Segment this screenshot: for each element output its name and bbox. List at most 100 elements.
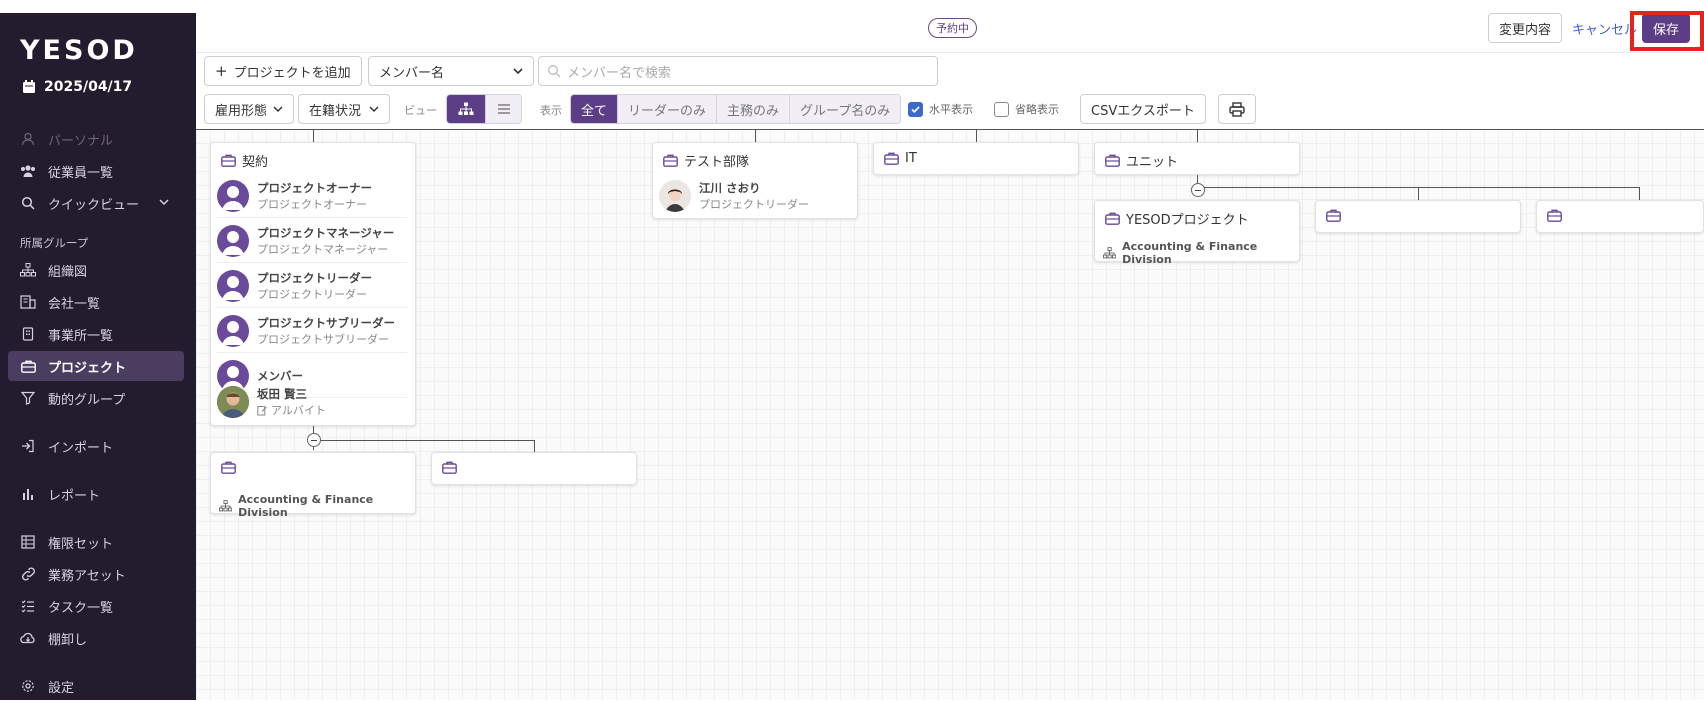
member-row[interactable]: プロジェクトリーダープロジェクトリーダー — [217, 264, 407, 308]
sidebar-item-projects[interactable]: プロジェクト — [8, 351, 184, 381]
division-row: Accounting & Finance Division — [1103, 240, 1299, 266]
display-option-all[interactable]: 全て — [571, 95, 618, 123]
top-bar: 予約中 変更内容 キャンセル 保存 — [196, 11, 1704, 53]
sidebar-item-import[interactable]: インポート — [8, 431, 184, 461]
csv-export-button[interactable]: CSVエクスポート — [1080, 94, 1206, 124]
search-input[interactable]: メンバー名で検索 — [538, 56, 938, 86]
card-title: YESODプロジェクト — [1126, 213, 1249, 228]
member-name: プロジェクトオーナー — [257, 180, 372, 195]
connector-line — [1197, 175, 1198, 187]
plus-icon: + — [215, 61, 228, 80]
avatar-photo — [659, 180, 691, 212]
member-row[interactable]: 坂田 賢三 アルバイト — [217, 380, 407, 424]
employment-label: 雇用形態 — [215, 103, 268, 119]
sidebar-item-org-chart[interactable]: 組織図 — [8, 255, 184, 285]
briefcase-icon — [221, 461, 236, 474]
sidebar-item-label: 事業所一覧 — [48, 328, 114, 344]
connector-line — [755, 129, 756, 142]
yesod-logo[interactable]: YESOD — [20, 35, 138, 66]
chevron-down-icon — [513, 68, 523, 75]
avatar-placeholder — [217, 224, 249, 257]
search-placeholder: メンバー名で検索 — [567, 65, 672, 81]
project-card-contract[interactable]: 契約 プロジェクトオーナープロジェクトオーナー プロジェクトマネージャープロジェ… — [210, 142, 416, 426]
printer-icon — [1229, 101, 1245, 117]
member-name: 坂田 賢三 — [257, 387, 308, 401]
project-card-empty[interactable] — [1536, 200, 1704, 233]
project-card-yesod[interactable]: YESODプロジェクト Accounting & Finance Divisio… — [1094, 200, 1300, 266]
member-name: メンバー — [257, 368, 303, 383]
card-title: テスト部隊 — [684, 155, 750, 170]
calendar-icon — [23, 80, 35, 93]
cancel-link[interactable]: キャンセル — [1572, 23, 1638, 38]
employment-type-select[interactable]: 雇用形態 — [204, 94, 294, 124]
briefcase-icon — [221, 154, 236, 167]
avatar-placeholder — [217, 269, 249, 302]
checkbox-unchecked[interactable] — [994, 101, 1009, 117]
list-view-button[interactable] — [485, 95, 521, 123]
sidebar-item-label: 設定 — [48, 680, 75, 696]
chevron-down-icon[interactable] — [158, 196, 170, 208]
report-icon — [20, 486, 36, 502]
sidebar-item-dynamic-groups[interactable]: 動的グループ — [8, 383, 184, 413]
member-select-value: メンバー名 — [379, 65, 445, 81]
sidebar-item-label: プロジェクト — [48, 360, 127, 376]
status-badge: 予約中 — [928, 18, 977, 38]
sidebar-item-settings[interactable]: 設定 — [8, 671, 184, 701]
briefcase-icon — [1105, 154, 1120, 167]
chevron-down-icon — [369, 106, 379, 113]
member-row[interactable]: プロジェクトマネージャープロジェクトマネージャー — [217, 219, 407, 263]
member-row[interactable]: プロジェクトオーナープロジェクトオーナー — [217, 174, 407, 218]
display-option-primary[interactable]: 主務のみ — [716, 95, 790, 123]
sidebar-item-permission-sets[interactable]: 権限セット — [8, 527, 184, 557]
display-filter: 全て リーダーのみ 主務のみ グループ名のみ — [570, 94, 902, 124]
member-name-select[interactable]: メンバー名 — [368, 56, 534, 86]
display-option-group-names[interactable]: グループ名のみ — [789, 95, 901, 123]
add-project-button[interactable]: + プロジェクトを追加 — [204, 56, 362, 86]
project-card-it[interactable]: IT — [873, 142, 1079, 175]
member-name: プロジェクトリーダー — [257, 270, 372, 285]
section-label-groups: 所属グループ — [20, 236, 89, 250]
member-row[interactable]: 江川 さおりプロジェクトリーダー — [659, 174, 849, 218]
sidebar-item-report[interactable]: レポート — [8, 479, 184, 509]
briefcase-icon — [884, 152, 899, 165]
org-chart-icon — [219, 500, 233, 512]
horizontal-checkbox[interactable]: 水平表示 — [908, 101, 973, 117]
sidebar-item-employees[interactable]: 従業員一覧 — [8, 156, 184, 186]
sidebar-item-label: パーソナル — [48, 133, 114, 149]
member-name: プロジェクトサブリーダー — [257, 315, 395, 330]
project-card-unit[interactable]: ユニット — [1094, 142, 1300, 175]
date-display[interactable]: 2025/04/17 — [22, 79, 132, 95]
sidebar-item-label: 棚卸し — [48, 632, 88, 648]
print-button[interactable] — [1218, 94, 1256, 124]
employment-status-select[interactable]: 在籍状況 — [298, 94, 390, 124]
sidebar-item-inventory[interactable]: 棚卸し — [8, 623, 184, 653]
tree-view-button[interactable] — [447, 95, 485, 123]
project-card-test-unit[interactable]: テスト部隊 江川 さおりプロジェクトリーダー — [652, 142, 858, 219]
compact-label: 省略表示 — [1015, 103, 1059, 116]
briefcase-icon — [663, 154, 678, 167]
connector-line — [196, 129, 1704, 130]
sidebar-item-personal[interactable]: パーソナル — [8, 124, 184, 154]
sidebar-item-tasks[interactable]: タスク一覧 — [8, 591, 184, 621]
changes-button[interactable]: 変更内容 — [1488, 13, 1563, 43]
sidebar-item-offices[interactable]: 事業所一覧 — [8, 319, 184, 349]
card-header — [221, 461, 236, 474]
display-option-leaders[interactable]: リーダーのみ — [617, 95, 717, 123]
compact-checkbox[interactable]: 省略表示 — [994, 101, 1059, 117]
project-card-empty[interactable] — [1315, 200, 1521, 233]
division-row: Accounting & Finance Division — [219, 493, 415, 519]
collapse-toggle[interactable] — [1191, 183, 1205, 197]
search-icon — [20, 195, 36, 211]
sidebar-item-companies[interactable]: 会社一覧 — [8, 287, 184, 317]
users-icon — [20, 163, 36, 179]
sidebar-item-assets[interactable]: 業務アセット — [8, 559, 184, 589]
member-role: アルバイト — [271, 404, 326, 417]
project-card-empty[interactable] — [431, 452, 637, 485]
org-canvas[interactable]: 契約 プロジェクトオーナープロジェクトオーナー プロジェクトマネージャープロジェ… — [196, 129, 1704, 700]
collapse-toggle[interactable] — [307, 433, 321, 447]
checkbox-checked[interactable] — [908, 101, 923, 117]
project-card-child[interactable]: Accounting & Finance Division — [210, 452, 416, 519]
sidebar-item-quickview[interactable]: クイックビュー — [8, 188, 184, 218]
member-row[interactable]: プロジェクトサブリーダープロジェクトサブリーダー — [217, 309, 407, 353]
sidebar-item-label: 会社一覧 — [48, 296, 101, 312]
